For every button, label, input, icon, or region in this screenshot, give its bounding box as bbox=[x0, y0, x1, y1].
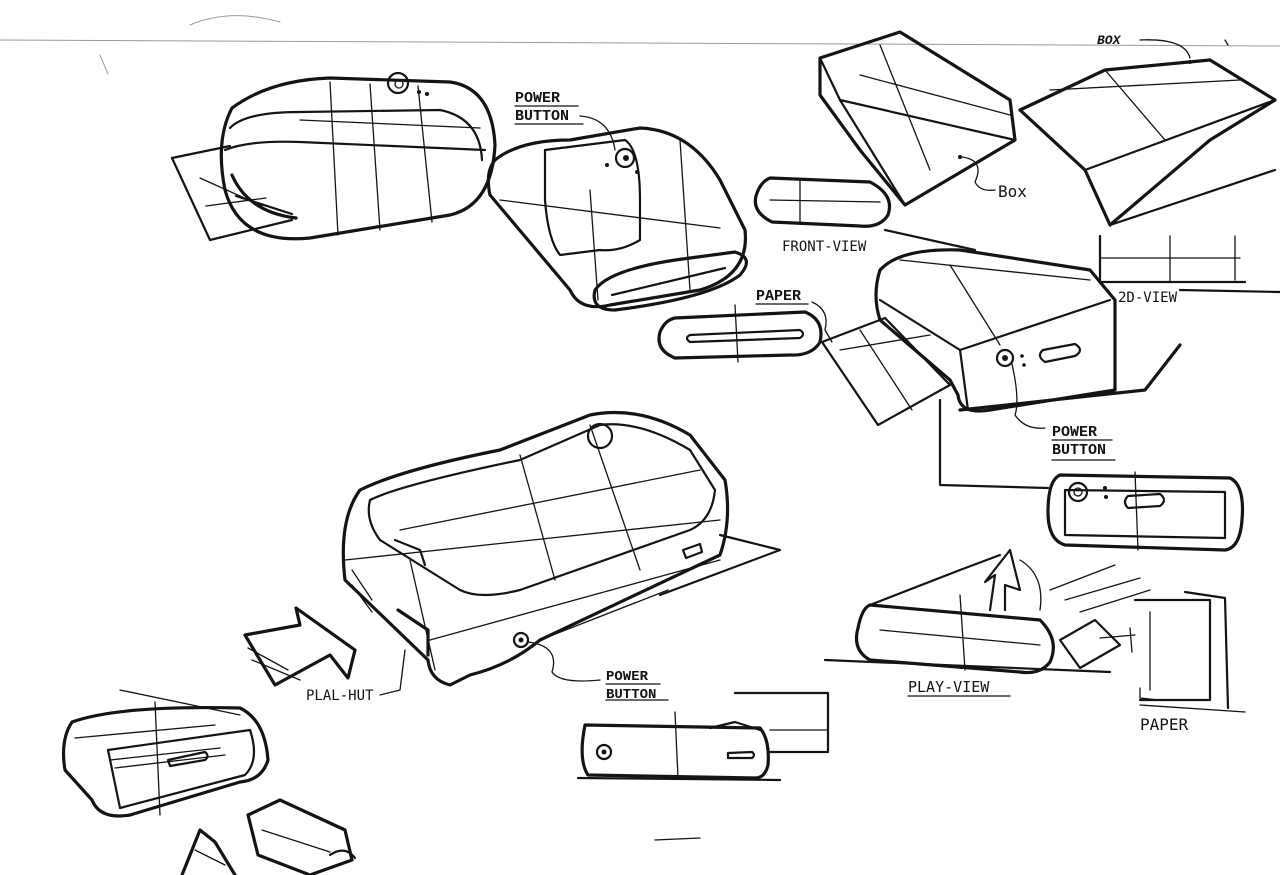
2d-view-label: 2D-VIEW bbox=[1118, 290, 1178, 306]
play-view-sketch: PLAY-VIEW PAPER bbox=[823, 548, 1246, 734]
box-label-mid: Box bbox=[998, 182, 1027, 201]
side-view-sketch-bottom bbox=[576, 691, 830, 841]
printer-sketch-top-left bbox=[170, 71, 497, 242]
front-2d-view-sketch bbox=[938, 398, 1245, 552]
plal-hut-label: PLAL-HUT bbox=[306, 688, 374, 704]
paper-label-mid: PAPER bbox=[756, 288, 801, 305]
paper-slot-sketch: PAPER bbox=[657, 288, 833, 363]
paper-edge-marks bbox=[0, 15, 1280, 75]
play-view-label: PLAY-VIEW bbox=[908, 678, 990, 696]
box-sketches: Box BOX bbox=[818, 30, 1280, 294]
printer-sketch-bottom-left bbox=[61, 689, 357, 875]
paper-label-right: PAPER bbox=[1140, 715, 1189, 734]
front-view-sketch: FRONT-VIEW bbox=[753, 176, 892, 255]
front-view-label: FRONT-VIEW bbox=[782, 239, 867, 255]
box-label-top: BOX bbox=[1097, 33, 1122, 48]
